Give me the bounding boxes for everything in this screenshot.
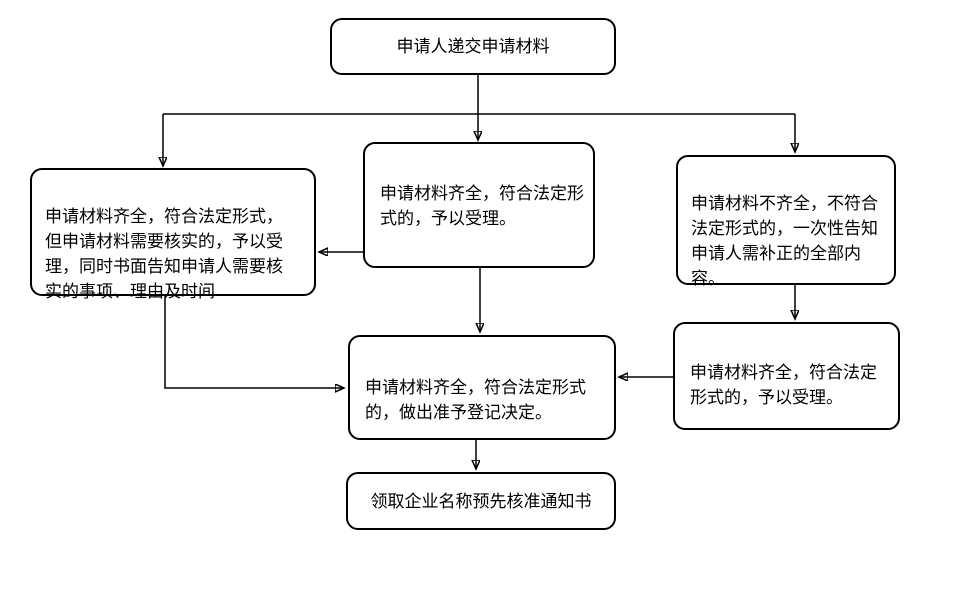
node-incomplete-label: 申请材料不齐全，不符合 法定形式的，一次性告知 申请人需补正的全部内 容。 bbox=[691, 194, 878, 288]
node-end: 领取企业名称预先核准通知书 bbox=[346, 472, 616, 530]
node-incomplete: 申请材料不齐全，不符合 法定形式的，一次性告知 申请人需补正的全部内 容。 bbox=[676, 155, 896, 288]
node-accept-after-fix: 申请材料齐全，符合法定 形式的，予以受理。 bbox=[673, 322, 900, 430]
node-accept-label: 申请材料齐全，符合法定形 式的，予以受理。 bbox=[380, 184, 584, 228]
node-decision-label: 申请材料齐全，符合法定形式 的，做出准予登记决定。 bbox=[365, 378, 586, 422]
node-start-label: 申请人递交申请材料 bbox=[396, 37, 550, 56]
node-start: 申请人递交申请材料 bbox=[330, 18, 616, 75]
node-verify-label: 申请材料齐全，符合法定形式， 但申请材料需要核实的，予以受 理，同时书面告知申请… bbox=[45, 207, 283, 301]
node-accept-after-fix-label: 申请材料齐全，符合法定 形式的，予以受理。 bbox=[690, 363, 877, 407]
node-verify: 申请材料齐全，符合法定形式， 但申请材料需要核实的，予以受 理，同时书面告知申请… bbox=[30, 168, 316, 301]
node-decision: 申请材料齐全，符合法定形式 的，做出准予登记决定。 bbox=[348, 335, 616, 440]
arrow-verify-to-decision bbox=[164, 296, 344, 388]
node-accept: 申请材料齐全，符合法定形 式的，予以受理。 bbox=[363, 142, 595, 268]
node-end-label: 领取企业名称预先核准通知书 bbox=[370, 491, 592, 511]
